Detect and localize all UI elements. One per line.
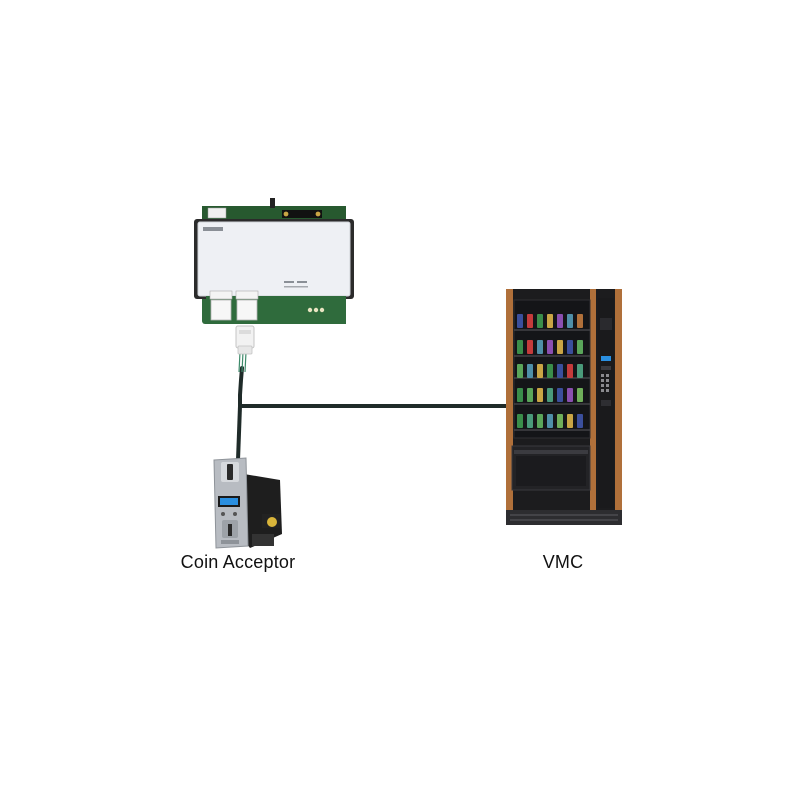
- interface-board-icon: [194, 198, 354, 355]
- vmc-label: VMC: [542, 552, 584, 572]
- vmc-product: [567, 364, 573, 378]
- vmc-product: [537, 364, 543, 378]
- vmc-product: [577, 414, 583, 428]
- cable-board-to-junction: [238, 366, 244, 408]
- vmc-product: [537, 414, 543, 428]
- vmc-product: [577, 340, 583, 354]
- vmc-product: [517, 414, 523, 428]
- vmc-product: [577, 364, 583, 378]
- vmc-product: [547, 314, 553, 328]
- coin-acceptor-label: Coin Acceptor: [180, 552, 296, 572]
- vmc-product: [517, 340, 523, 354]
- vmc-product: [557, 414, 563, 428]
- vmc-product: [527, 388, 533, 402]
- vmc-product: [527, 314, 533, 328]
- vmc-product: [557, 340, 563, 354]
- vmc-product: [567, 340, 573, 354]
- vmc-product: [527, 364, 533, 378]
- vmc-product: [557, 388, 563, 402]
- vmc-product: [567, 414, 573, 428]
- vmc-product: [537, 314, 543, 328]
- vmc-product: [547, 414, 553, 428]
- vmc-product: [517, 388, 523, 402]
- vmc-product: [557, 364, 563, 378]
- vmc-product: [567, 388, 573, 402]
- vmc-product: [547, 340, 553, 354]
- vmc-product: [547, 364, 553, 378]
- vmc-product-rows: [517, 314, 583, 428]
- cable-junction-to-coin-acceptor: [236, 405, 242, 461]
- vmc-product: [517, 364, 523, 378]
- vmc-product: [547, 388, 553, 402]
- vmc-product: [577, 388, 583, 402]
- vending-machine-icon: [506, 289, 622, 525]
- vmc-product: [557, 314, 563, 328]
- vmc-product: [537, 388, 543, 402]
- cable-strands: [238, 351, 247, 373]
- cable-network: [236, 351, 512, 461]
- vmc-product: [577, 314, 583, 328]
- vmc-product: [527, 340, 533, 354]
- vmc-product: [537, 340, 543, 354]
- vmc-product: [517, 314, 523, 328]
- coin-acceptor-icon: [213, 457, 282, 549]
- vmc-product: [527, 414, 533, 428]
- vmc-product: [567, 314, 573, 328]
